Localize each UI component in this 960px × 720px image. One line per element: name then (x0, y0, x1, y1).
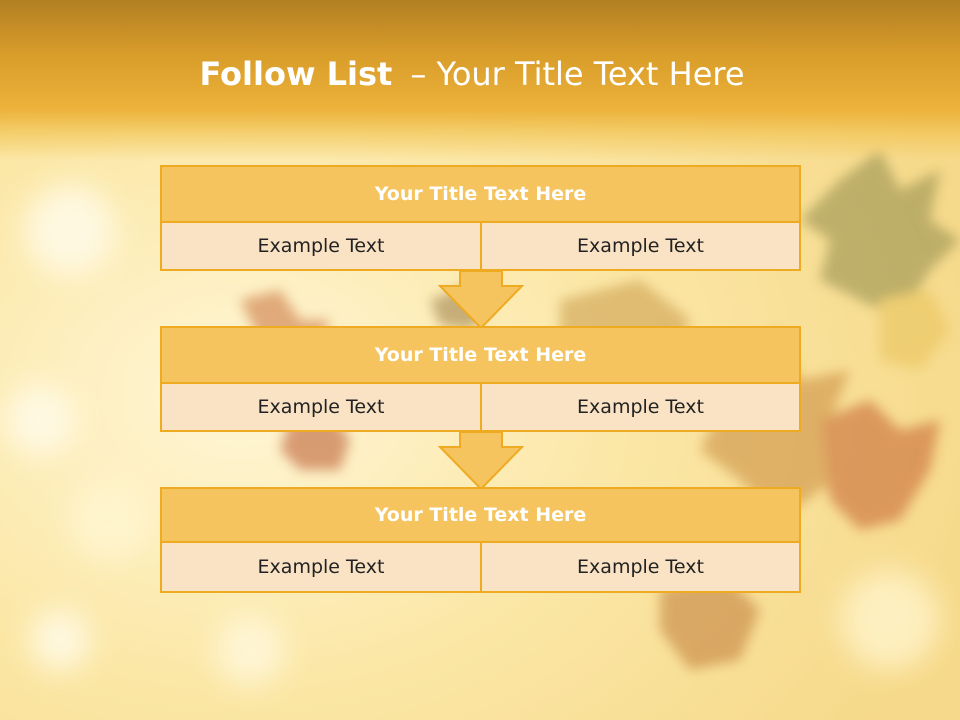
block-title-3: Your Title Text Here (160, 487, 801, 543)
block-title-1: Your Title Text Here (160, 165, 801, 223)
list-block-1: Your Title Text Here Example Text Exampl… (160, 165, 801, 271)
block-1-left-cell: Example Text (160, 221, 482, 271)
block-1-right-cell: Example Text (480, 221, 801, 271)
down-arrow-icon (438, 431, 524, 491)
list-block-2: Your Title Text Here Example Text Exampl… (160, 326, 801, 432)
block-2-right-cell: Example Text (480, 382, 801, 432)
header-band (0, 0, 960, 160)
down-arrow-icon (438, 270, 524, 330)
block-3-left-cell: Example Text (160, 541, 482, 593)
block-3-right-cell: Example Text (480, 541, 801, 593)
slide-title-bold: Follow List (199, 55, 393, 93)
slide-title-rest: – Your Title Text Here (410, 55, 745, 93)
slide-title: Follow List – Your Title Text Here (0, 50, 944, 98)
block-2-left-cell: Example Text (160, 382, 482, 432)
list-block-3: Your Title Text Here Example Text Exampl… (160, 487, 801, 593)
block-title-2: Your Title Text Here (160, 326, 801, 384)
